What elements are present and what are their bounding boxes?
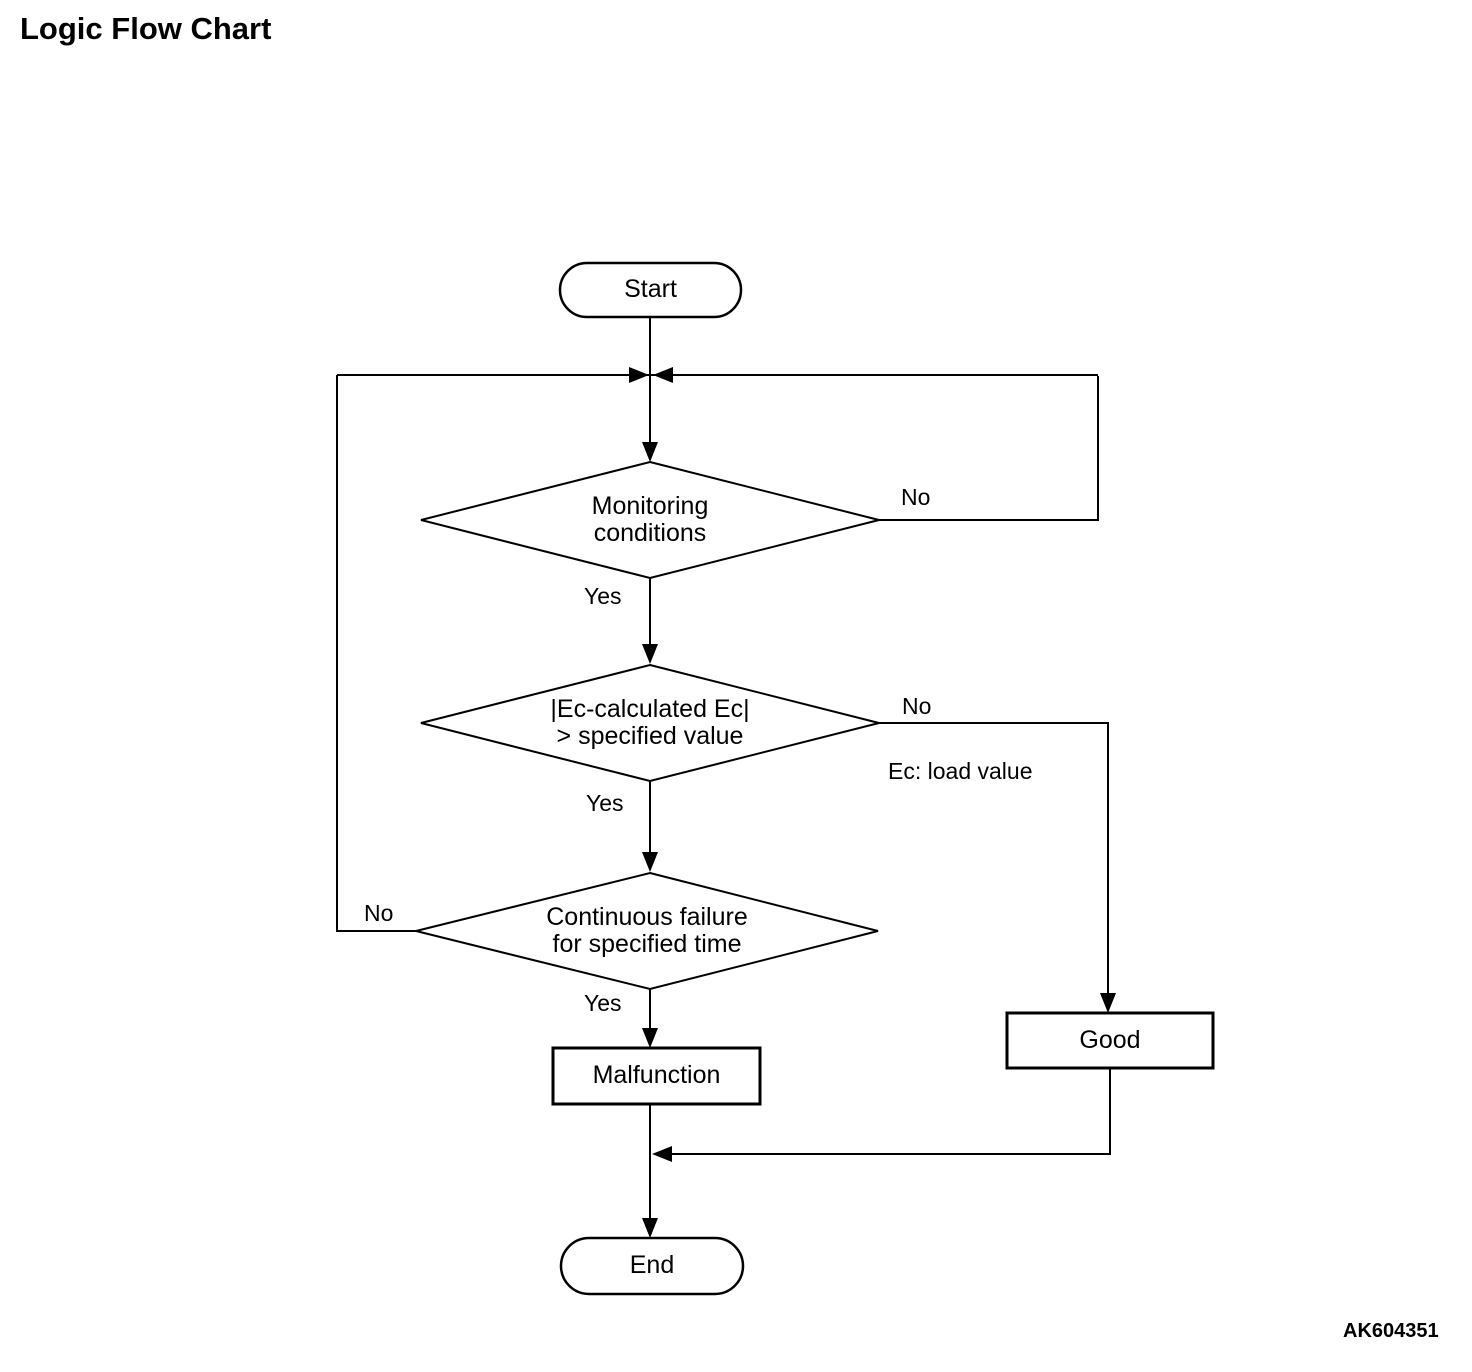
failure-time-decision-label: Continuous failure for specified time <box>416 873 878 989</box>
page-title: Logic Flow Chart <box>20 11 272 46</box>
arrowhead-into-malfunction <box>642 1028 658 1048</box>
edge-label-ec-yes: Yes <box>586 790 624 816</box>
ec-check-decision-line1: |Ec-calculated Ec| <box>550 694 750 723</box>
arrowhead-merge-left <box>652 1146 672 1162</box>
arrowhead-junction-right <box>653 367 673 383</box>
malfunction-node-label: Malfunction <box>553 1048 760 1104</box>
good-box-shape <box>1005 1011 1215 1070</box>
ec-check-diamond-shape <box>420 663 880 783</box>
end-node-label: End <box>561 1238 743 1294</box>
monitoring-decision-line1: Monitoring <box>591 491 709 520</box>
arrowhead-into-monitoring <box>642 442 658 462</box>
edge-label-ec-no: No <box>902 693 932 719</box>
connector-failure-no-loop <box>336 375 416 932</box>
start-node-label: Start <box>560 263 741 317</box>
arrowhead-into-failure <box>642 852 658 872</box>
connector-ec-no-to-good <box>879 722 1109 997</box>
arrowhead-into-ec <box>642 644 658 664</box>
arrowhead-junction-left <box>629 367 649 383</box>
good-node-label: Good <box>1007 1013 1213 1068</box>
malfunction-node-text: Malfunction <box>592 1061 721 1090</box>
edge-label-monitoring-yes: Yes <box>584 583 622 609</box>
start-node-text: Start <box>624 275 677 304</box>
monitoring-diamond-shape <box>420 460 880 580</box>
failure-time-diamond-shape <box>415 871 879 991</box>
figure-code: AK604351 <box>1343 1320 1439 1342</box>
monitoring-decision-label: Monitoring conditions <box>421 462 879 578</box>
monitoring-decision-line2: conditions <box>593 519 707 547</box>
malfunction-box-shape <box>551 1046 762 1106</box>
arrowhead-into-good <box>1100 993 1116 1013</box>
start-terminator-shape <box>558 261 743 319</box>
edge-label-failure-yes: Yes <box>584 990 622 1016</box>
good-node-text: Good <box>1079 1025 1141 1054</box>
ec-check-decision-label: |Ec-calculated Ec| > specified value <box>421 665 879 781</box>
end-terminator-shape <box>559 1236 745 1296</box>
failure-time-decision-line2: for specified time <box>552 930 742 958</box>
connector-monitoring-no-loop <box>879 376 1099 521</box>
failure-time-decision-line1: Continuous failure <box>546 902 748 931</box>
edge-label-failure-no: No <box>364 900 394 926</box>
arrowhead-into-end <box>642 1218 658 1238</box>
connector-good-to-merge <box>668 1068 1111 1155</box>
edge-label-monitoring-no: No <box>901 484 931 510</box>
ec-note-annotation: Ec: load value <box>888 758 1033 784</box>
end-node-text: End <box>629 1251 675 1280</box>
ec-check-decision-line2: > specified value <box>556 722 744 750</box>
